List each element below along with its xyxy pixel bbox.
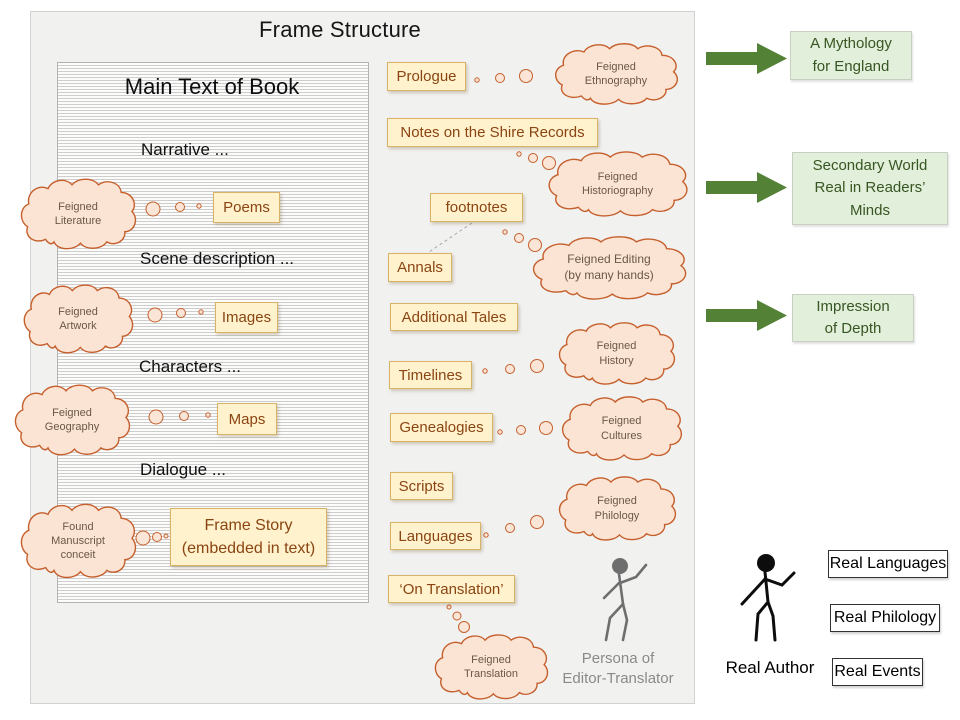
real-box-events: Real Events bbox=[832, 658, 923, 686]
section-characters: Characters ... bbox=[139, 357, 242, 376]
paratext-label: Annals bbox=[397, 259, 443, 276]
cloud-label: Feigned Editing (by many hands) bbox=[564, 252, 654, 282]
paratext-label: Scripts bbox=[398, 477, 445, 495]
paratext-languages: Languages bbox=[390, 522, 481, 550]
real-box-languages: Real Languages bbox=[828, 550, 948, 578]
cloud-icon bbox=[432, 632, 550, 702]
frame-story-box: Frame Story (embedded in text) bbox=[170, 508, 327, 566]
paratext-label: Timelines bbox=[398, 366, 463, 384]
outcome-label: A Mythology for England bbox=[810, 35, 892, 75]
cloud-feigned-historiography: Feigned Historiography bbox=[545, 149, 690, 219]
cloud-icon bbox=[559, 394, 684, 463]
cloud-feigned-ethnography: Feigned Ethnography bbox=[552, 41, 680, 107]
cloud-icon bbox=[21, 282, 135, 356]
paratext-on-translation: ‘On Translation’ bbox=[388, 575, 515, 603]
real-box-label: Real Philology bbox=[833, 609, 937, 626]
cloud-feigned-translation: Feigned Translation bbox=[432, 632, 550, 702]
paratext-label: Languages bbox=[398, 527, 473, 545]
outcome-secondary-world: Secondary World Real in Readers’ Minds bbox=[792, 152, 948, 225]
cloud-label: Feigned Artwork bbox=[58, 305, 98, 332]
embedded-box-images: Images bbox=[215, 302, 278, 333]
embedded-label: Images bbox=[221, 309, 272, 326]
paratext-label: Prologue bbox=[396, 68, 457, 85]
paratext-genealogies: Genealogies bbox=[390, 413, 493, 442]
main-text-heading: Main Text of Book bbox=[124, 74, 300, 99]
cloud-feigned-philology: Feigned Philology bbox=[556, 474, 678, 543]
arrow-right-icon bbox=[706, 172, 787, 203]
embedded-box-maps: Maps bbox=[217, 403, 277, 435]
paratext-label: footnotes bbox=[445, 199, 508, 216]
cloud-feigned-history: Feigned History bbox=[556, 320, 677, 387]
paratext-timelines: Timelines bbox=[389, 361, 472, 389]
paratext-label: Genealogies bbox=[399, 419, 484, 436]
section-dialogue: Dialogue ... bbox=[140, 460, 226, 479]
persona-stick-figure-icon bbox=[602, 558, 648, 642]
paratext-scripts: Scripts bbox=[390, 472, 453, 500]
cloud-label: Feigned Historiography bbox=[582, 170, 653, 197]
persona-caption: Persona of Editor-Translator bbox=[562, 650, 674, 688]
paratext-footnotes: footnotes bbox=[430, 193, 523, 222]
cloud-icon bbox=[18, 176, 138, 252]
outcome-impression-of-depth: Impression of Depth bbox=[792, 294, 914, 342]
cloud-feigned-artwork: Feigned Artwork bbox=[21, 282, 135, 356]
cloud-label: Feigned Translation bbox=[463, 653, 518, 680]
cloud-feigned-geography: Feigned Geography bbox=[12, 382, 132, 458]
paratext-notes-shire-records: Notes on the Shire Records bbox=[387, 118, 598, 147]
arrow-right-icon bbox=[706, 43, 787, 74]
cloud-label: Feigned Ethnography bbox=[584, 60, 648, 87]
cloud-feigned-editing: Feigned Editing (by many hands) bbox=[529, 234, 689, 302]
cloud-icon bbox=[556, 320, 677, 387]
cloud-label: Feigned Geography bbox=[44, 406, 100, 433]
arrow-right-icon bbox=[706, 300, 787, 331]
real-box-label: Real Events bbox=[834, 663, 921, 680]
cloud-icon bbox=[556, 474, 678, 543]
cloud-label: Found Manuscript conceit bbox=[51, 520, 105, 562]
cloud-label: Feigned Philology bbox=[594, 495, 640, 522]
cloud-icon bbox=[529, 234, 689, 302]
cloud-icon bbox=[552, 41, 680, 107]
section-scene-description: Scene description ... bbox=[140, 249, 295, 268]
paratext-label: ‘On Translation’ bbox=[399, 580, 504, 598]
embedded-label: Maps bbox=[228, 410, 266, 428]
embedded-label: Poems bbox=[223, 199, 270, 216]
cloud-icon bbox=[12, 382, 132, 458]
outcome-mythology-for-england: A Mythology for England bbox=[790, 31, 912, 80]
cloud-label: Feigned Literature bbox=[54, 200, 102, 227]
real-box-philology: Real Philology bbox=[830, 604, 940, 632]
frame-story-label: Frame Story (embedded in text) bbox=[181, 516, 316, 557]
paratext-label: Notes on the Shire Records bbox=[400, 124, 585, 141]
paratext-prologue: Prologue bbox=[387, 62, 466, 91]
paratext-annals: Annals bbox=[388, 253, 452, 282]
cloud-icon bbox=[18, 501, 138, 581]
page-title: Frame Structure bbox=[259, 17, 421, 42]
cloud-label: Feigned Cultures bbox=[601, 415, 642, 442]
paratext-additional-tales: Additional Tales bbox=[390, 303, 518, 331]
cloud-feigned-cultures: Feigned Cultures bbox=[559, 394, 684, 463]
section-narrative: Narrative ... bbox=[141, 140, 229, 159]
real-author-caption: Real Author bbox=[725, 658, 815, 677]
real-author-stick-figure-icon bbox=[740, 554, 796, 642]
cloud-found-manuscript-conceit: Found Manuscript conceit bbox=[18, 501, 138, 581]
cloud-feigned-literature: Feigned Literature bbox=[18, 176, 138, 252]
cloud-label: Feigned History bbox=[596, 340, 637, 367]
outcome-label: Secondary World Real in Readers’ Minds bbox=[812, 156, 928, 219]
paratext-label: Additional Tales bbox=[401, 308, 507, 326]
embedded-box-poems: Poems bbox=[213, 192, 280, 223]
outcome-label: Impression of Depth bbox=[816, 297, 890, 338]
real-box-label: Real Languages bbox=[829, 555, 947, 572]
cloud-icon bbox=[545, 149, 690, 219]
